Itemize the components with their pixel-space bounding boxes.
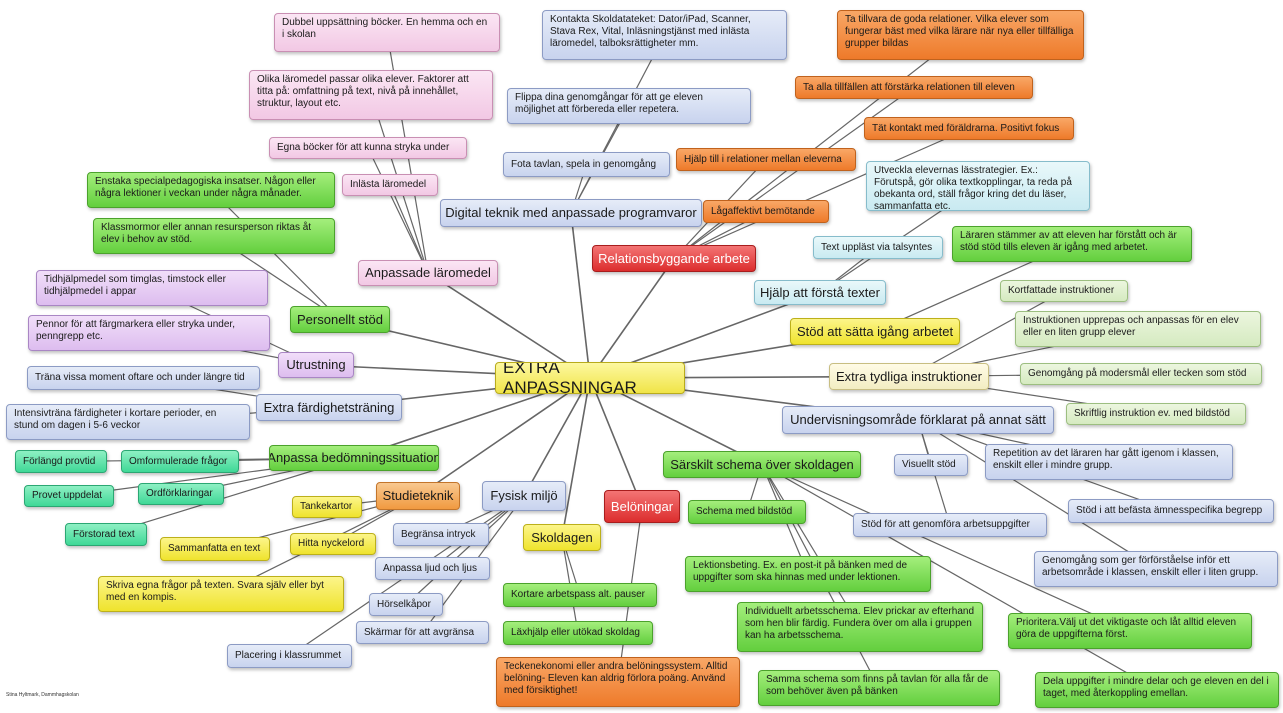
leaf-kortare-arbetspass: Kortare arbetspass alt. pauser (503, 583, 657, 607)
leaf-enstaka-insatser: Enstaka specialpedagogiska insatser. Någ… (87, 172, 335, 208)
leaf-horselkapor: Hörselkåpor (369, 593, 443, 616)
connector-line (917, 419, 1157, 570)
leaf-samma-schema: Samma schema som finns på tavlan för all… (758, 670, 1000, 706)
leaf-utveckla-lasstrategier: Utveckla elevernas lässtrategier. Ex.: F… (866, 161, 1090, 211)
leaf-stod-befasta-begrepp: Stöd i att befästa ämnesspecifika begrep… (1068, 499, 1274, 523)
category-relationsbyggande: Relationsbyggande arbete (592, 245, 756, 272)
connector-line (908, 290, 1065, 378)
leaf-instruktionen-upprepas: Instruktionen upprepas och anpassas för … (1015, 311, 1261, 347)
leaf-lagaffektivt-bemotande: Lågaffektivt bemötande (703, 200, 829, 223)
leaf-anpassa-ljud-ljus: Anpassa ljud och ljus (375, 557, 490, 580)
leaf-ta-tillvara-relationer: Ta tillvara de goda relationer. Vilka el… (837, 10, 1084, 60)
category-extra-tydliga: Extra tydliga instruktioner (829, 363, 989, 390)
connector-line (417, 377, 591, 497)
leaf-tidhjalpmedel: Tidhjälpmedel som timglas, timstock elle… (36, 270, 268, 306)
central-topic: EXTRA ANPASSNINGAR (495, 362, 685, 394)
leaf-teckenekonomi: Teckenekonomi eller andra belöningssyste… (496, 657, 740, 707)
leaf-sammanfatta-text: Sammanfatta en text (160, 537, 270, 561)
category-beloningar: Belöningar (604, 490, 680, 523)
category-hjalp-forsta-texter: Hjälp att förstå texter (754, 280, 886, 305)
leaf-skriva-egna-fragor: Skriva egna frågor på texten. Svara själ… (98, 576, 344, 612)
connector-line (389, 184, 429, 274)
leaf-inlasta-laromedel: Inlästa läromedel (342, 174, 438, 196)
leaf-fota-tavlan: Fota tavlan, spela in genomgång (503, 152, 670, 177)
category-skoldagen: Skoldagen (523, 524, 601, 551)
leaf-begransa-intryck: Begränsa intryck (393, 523, 489, 546)
leaf-provet-uppdelat: Provet uppdelat (24, 485, 114, 507)
author-credit: Stina Hyltmark, Dammhagskolan (6, 692, 79, 698)
category-extra-fardighetstraning: Extra färdighetsträning (256, 394, 402, 421)
leaf-ta-alla-tillfallen: Ta alla tillfällen att förstärka relatio… (795, 76, 1033, 99)
leaf-klassmormor: Klassmormor eller annan resursperson rik… (93, 218, 335, 254)
leaf-prioritera: Prioritera.Välj ut det viktigaste och lå… (1008, 613, 1252, 649)
category-personellt-stod: Personellt stöd (290, 306, 390, 333)
category-fysisk-miljo: Fysisk miljö (482, 481, 566, 511)
connector-line (673, 87, 915, 259)
leaf-laxhjalp: Läxhjälp eller utökad skoldag (503, 621, 653, 645)
leaf-dela-uppgifter: Dela uppgifter i mindre delar och ge ele… (1035, 672, 1279, 708)
leaf-visuellt-stod: Visuellt stöd (894, 454, 968, 476)
leaf-egna-bocker: Egna böcker för att kunna stryka under (269, 137, 467, 159)
leaf-lararen-stammer-av: Läraren stämmer av att eleven har förstå… (952, 226, 1192, 262)
leaf-kortfattade-instruktioner: Kortfattade instruktioner (1000, 280, 1128, 302)
leaf-schema-bildstod: Schema med bildstöd (688, 500, 806, 524)
connector-line (589, 377, 643, 507)
leaf-ordforklaringar: Ordförklaringar (138, 483, 224, 505)
leaf-lektionsbeting: Lektionsbeting. Ex. en post-it på bänken… (685, 556, 931, 592)
leaf-genomgang-modersmal: Genomgång på modersmål eller tecken som … (1020, 363, 1262, 385)
leaf-olika-laromedel: Olika läromedel passar olika elever. Fak… (249, 70, 493, 120)
connector-line (761, 464, 861, 628)
connector-line (570, 212, 591, 379)
connector-line (523, 377, 591, 497)
connector-line (367, 147, 429, 274)
leaf-forstorad-text: Förstorad text (65, 523, 147, 546)
leaf-pennor: Pennor för att färgmarkera eller stryka … (28, 315, 270, 351)
category-sarskilt-schema: Särskilt schema över skoldagen (663, 451, 861, 478)
leaf-repetition: Repetition av det läraren har gått igeno… (985, 444, 1233, 480)
leaf-intensivtrana: Intensivträna färdigheter i kortare peri… (6, 404, 250, 440)
leaf-skriftlig-instruktion: Skriftlig instruktion ev. med bildstöd (1066, 403, 1246, 425)
leaf-hitta-nyckelord: Hitta nyckelord (290, 533, 376, 555)
leaf-hjalp-relationer: Hjälp till i relationer mellan eleverna (676, 148, 856, 171)
leaf-forlangd-provtid: Förlängd provtid (15, 450, 107, 473)
connector-line (405, 495, 525, 605)
leaf-skarmar: Skärmar för att avgränsa (356, 621, 489, 644)
leaf-dubbel-uppsattning: Dubbel uppsättning böcker. En hemma och … (274, 13, 500, 52)
connector-line (761, 463, 1158, 691)
connector-line (561, 377, 591, 538)
leaf-tat-kontakt: Tät kontakt med föräldrarna. Positivt fo… (864, 117, 1074, 140)
leaf-tankekartor: Tankekartor (292, 496, 362, 518)
category-anpassa-bedomning: Anpassa bedömningssituation (269, 445, 439, 471)
leaf-genomgang-forforstaelse: Genomgång som ger förförståelse inför et… (1034, 551, 1278, 587)
category-stod-satta-igang: Stöd att sätta igång arbetet (790, 318, 960, 345)
leaf-individuellt-arbetsschema: Individuellt arbetsschema. Elev prickar … (737, 602, 983, 652)
leaf-flippa-genomgangar: Flippa dina genomgångar för att ge eleve… (507, 88, 751, 124)
leaf-stod-genomfora-arbetsuppgifter: Stöd för att genomföra arbetsuppgifter (853, 513, 1047, 537)
leaf-text-uppläst: Text uppläst via talsyntes (813, 236, 943, 259)
category-digital-teknik: Digital teknik med anpassade programvaro… (440, 199, 702, 227)
leaf-trana-vissa-moment: Träna vissa moment oftare och under läng… (27, 366, 260, 390)
connector-line (210, 189, 341, 320)
category-studieteknik: Studieteknik (376, 482, 460, 510)
connector-line (761, 463, 1131, 632)
connector-line (589, 258, 675, 379)
category-utrustning: Utrustning (278, 352, 354, 378)
leaf-kontakta-skoldatateket: Kontakta Skoldatateket: Dator/iPad, Scan… (542, 10, 787, 60)
leaf-omformulerade-fragor: Omformulerade frågor (121, 450, 239, 473)
category-undervisningsomrade: Undervisningsområde förklarat på annat s… (782, 406, 1054, 434)
connector-line (673, 127, 970, 260)
category-anpassade-laromedel: Anpassade läromedel (358, 260, 498, 286)
leaf-placering-klassrummet: Placering i klassrummet (227, 644, 352, 668)
connector-line (427, 272, 591, 379)
